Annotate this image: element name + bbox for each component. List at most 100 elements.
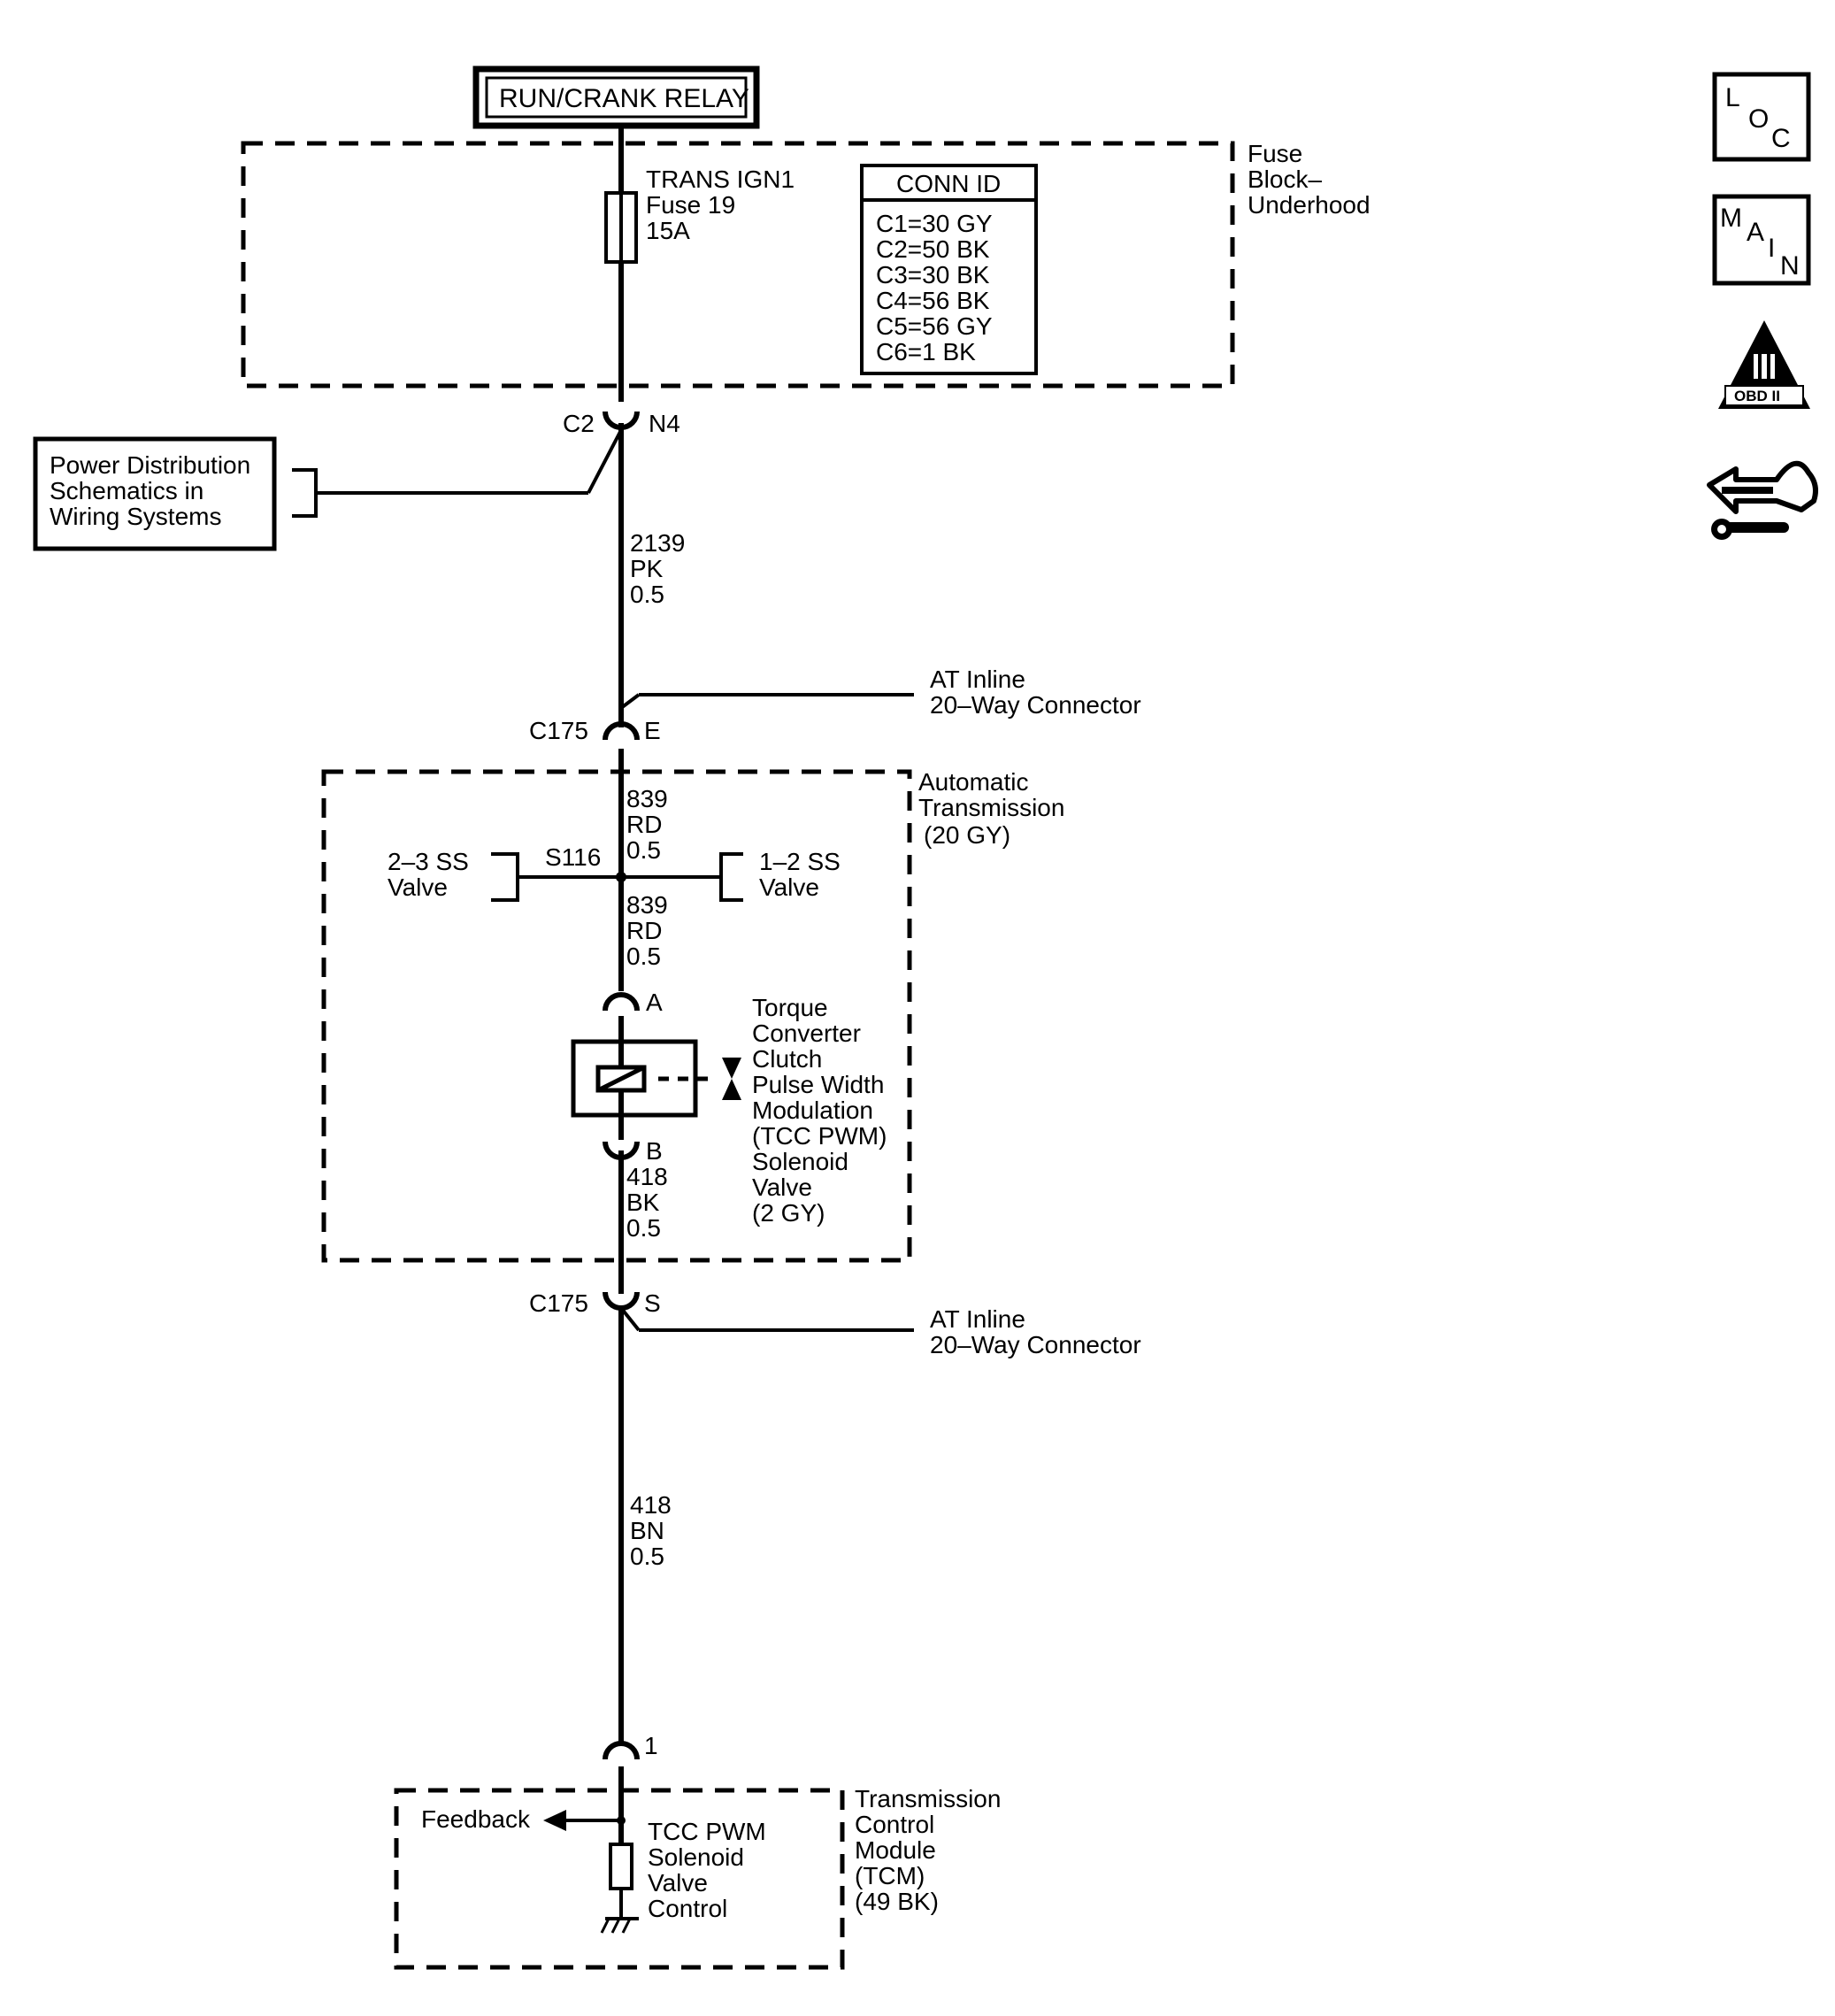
c175-top-desc-1: AT Inline bbox=[930, 666, 1025, 693]
trans-title-2: Transmission bbox=[918, 794, 1064, 821]
feedback-signal[interactable]: Feedback bbox=[421, 1805, 626, 1833]
pin-b-label: B bbox=[646, 1137, 663, 1165]
wire-839-lower-2: RD bbox=[626, 917, 662, 944]
fuse-label-1: TRANS IGN1 bbox=[646, 165, 795, 193]
fuse-block-title-1: Fuse bbox=[1248, 140, 1302, 167]
connector-c175-top[interactable]: C175 E AT Inline 20–Way Connector bbox=[529, 666, 1141, 744]
power-dist-line-3: Wiring Systems bbox=[50, 503, 221, 530]
solenoid-text: Torque bbox=[752, 994, 828, 1021]
solenoid-text: Clutch bbox=[752, 1045, 822, 1073]
wire-839-lower-3: 0.5 bbox=[626, 943, 661, 970]
valve-12-line-2: Valve bbox=[759, 873, 819, 901]
tcc-pwm-control-driver[interactable]: TCC PWM Solenoid Valve Control bbox=[600, 1818, 766, 1934]
tcc-pwm-solenoid[interactable]: Torque Converter Clutch Pulse Width Modu… bbox=[571, 994, 887, 1227]
conn-id-row: C1=30 GY bbox=[876, 210, 993, 237]
c175-bottom-desc-2: 20–Way Connector bbox=[930, 1331, 1141, 1358]
c175-bottom-desc-1: AT Inline bbox=[930, 1305, 1025, 1333]
c2-pin-label: N4 bbox=[649, 410, 680, 437]
c175-top-connector-label: C175 bbox=[529, 717, 588, 744]
conn-id-row: C6=1 BK bbox=[876, 338, 976, 365]
wire-418-bk-1: 418 bbox=[626, 1163, 668, 1190]
tcm-pin-1[interactable]: 1 bbox=[603, 1732, 658, 1760]
fuse-19[interactable]: TRANS IGN1 Fuse 19 15A bbox=[604, 165, 795, 264]
wire-2139-label-1: 2139 bbox=[630, 529, 685, 557]
wire-839-lower-1: 839 bbox=[626, 891, 668, 919]
fuse-block-title-3: Underhood bbox=[1248, 191, 1370, 219]
valve-symbol-icon bbox=[722, 1058, 741, 1100]
connector-c2[interactable]: C2 N4 bbox=[563, 410, 680, 437]
wire-418-bn-1: 418 bbox=[630, 1491, 672, 1519]
valve-2-3-ss[interactable]: 2–3 SS Valve bbox=[388, 848, 519, 902]
c175-top-pin-label: E bbox=[644, 717, 661, 744]
valve-23-line-2: Valve bbox=[388, 873, 448, 901]
tcm-control-line-3: Valve bbox=[648, 1869, 708, 1897]
connector-c175-bottom[interactable]: C175 S AT Inline 20–Way Connector bbox=[529, 1289, 1141, 1358]
main-letter: I bbox=[1768, 234, 1775, 263]
solenoid-text: (TCC PWM) bbox=[752, 1122, 887, 1150]
fuse-label-2: Fuse 19 bbox=[646, 191, 735, 219]
conn-id-table: CONN ID C1=30 GY C2=50 BK C3=30 BK C4=56… bbox=[860, 164, 1038, 375]
wire-418-bn-2: BN bbox=[630, 1517, 664, 1544]
main-letter: M bbox=[1720, 204, 1742, 233]
splice-label: S116 bbox=[545, 843, 601, 871]
valve-12-line-1: 1–2 SS bbox=[759, 848, 841, 875]
run-crank-relay-label: RUN/CRANK RELAY bbox=[499, 84, 749, 113]
c175-bottom-connector-label: C175 bbox=[529, 1289, 588, 1317]
wire-2139-label-2: PK bbox=[630, 555, 664, 582]
solenoid-text: Converter bbox=[752, 1020, 861, 1047]
wire-839-upper-3: 0.5 bbox=[626, 836, 661, 864]
solenoid-text: Valve bbox=[752, 1173, 812, 1201]
trans-title-1: Automatic bbox=[918, 768, 1029, 796]
wire-839-upper-2: RD bbox=[626, 811, 662, 838]
loc-icon[interactable]: L O C bbox=[1712, 72, 1811, 162]
wire-418-bk-2: BK bbox=[626, 1189, 660, 1216]
trans-title-3: (20 GY) bbox=[924, 821, 1010, 849]
automatic-transmission: Automatic Transmission (20 GY) bbox=[321, 768, 1064, 1263]
main-icon[interactable]: M A I N bbox=[1712, 194, 1811, 286]
c175-bottom-pin-label: S bbox=[644, 1289, 661, 1317]
main-letter: N bbox=[1780, 251, 1800, 281]
loc-letter: O bbox=[1748, 104, 1769, 134]
run-crank-relay[interactable]: RUN/CRANK RELAY bbox=[472, 65, 760, 129]
tcm-title-5: (49 BK) bbox=[855, 1888, 939, 1915]
solenoid-pin-a[interactable]: A bbox=[603, 989, 663, 1016]
wire-418-bn-3: 0.5 bbox=[630, 1543, 664, 1570]
loc-letter: L bbox=[1725, 83, 1740, 112]
c2-connector-label: C2 bbox=[563, 410, 595, 437]
conn-id-row: C2=50 BK bbox=[876, 235, 990, 263]
loc-letter: C bbox=[1771, 124, 1791, 153]
fuse-label-3: 15A bbox=[646, 217, 690, 244]
ground-icon bbox=[600, 1917, 639, 1934]
conn-id-row: C4=56 BK bbox=[876, 287, 990, 314]
c175-top-desc-2: 20–Way Connector bbox=[930, 691, 1141, 719]
conn-id-header: CONN ID bbox=[896, 170, 1001, 197]
splice-s116[interactable]: S116 bbox=[518, 843, 721, 882]
power-dist-line-2: Schematics in bbox=[50, 477, 203, 504]
arrow-left-icon bbox=[543, 1810, 566, 1831]
tcm-control-line-4: Control bbox=[648, 1895, 727, 1922]
wire-839-upper-1: 839 bbox=[626, 785, 668, 812]
service-hand-wrench-icon[interactable] bbox=[1707, 460, 1818, 540]
fuse-block-title-2: Block– bbox=[1248, 165, 1322, 193]
tcm-control-line-2: Solenoid bbox=[648, 1843, 744, 1871]
solenoid-pin-b[interactable]: B bbox=[603, 1137, 663, 1165]
solenoid-text: Pulse Width bbox=[752, 1071, 884, 1098]
solenoid-text: Modulation bbox=[752, 1096, 873, 1124]
power-distribution-reference[interactable]: Power Distribution Schematics in Wiring … bbox=[33, 429, 623, 551]
obd2-icon[interactable]: OBD II bbox=[1718, 320, 1810, 409]
pin-a-label: A bbox=[646, 989, 663, 1016]
wire-2139-label-3: 0.5 bbox=[630, 581, 664, 608]
valve-1-2-ss[interactable]: 1–2 SS Valve bbox=[719, 848, 841, 902]
power-dist-line-1: Power Distribution bbox=[50, 451, 250, 479]
solenoid-text: (2 GY) bbox=[752, 1199, 825, 1227]
conn-id-row: C3=30 BK bbox=[876, 261, 990, 289]
tcm-control-line-1: TCC PWM bbox=[648, 1818, 766, 1845]
wire-418-bk-3: 0.5 bbox=[626, 1214, 661, 1242]
tcm-title-1: Transmission bbox=[855, 1785, 1001, 1812]
tcm-title-2: Control bbox=[855, 1811, 934, 1838]
valve-23-line-1: 2–3 SS bbox=[388, 848, 469, 875]
obd2-label: OBD II bbox=[1734, 388, 1780, 404]
solenoid-text: Solenoid bbox=[752, 1148, 848, 1175]
main-letter: A bbox=[1747, 218, 1764, 247]
